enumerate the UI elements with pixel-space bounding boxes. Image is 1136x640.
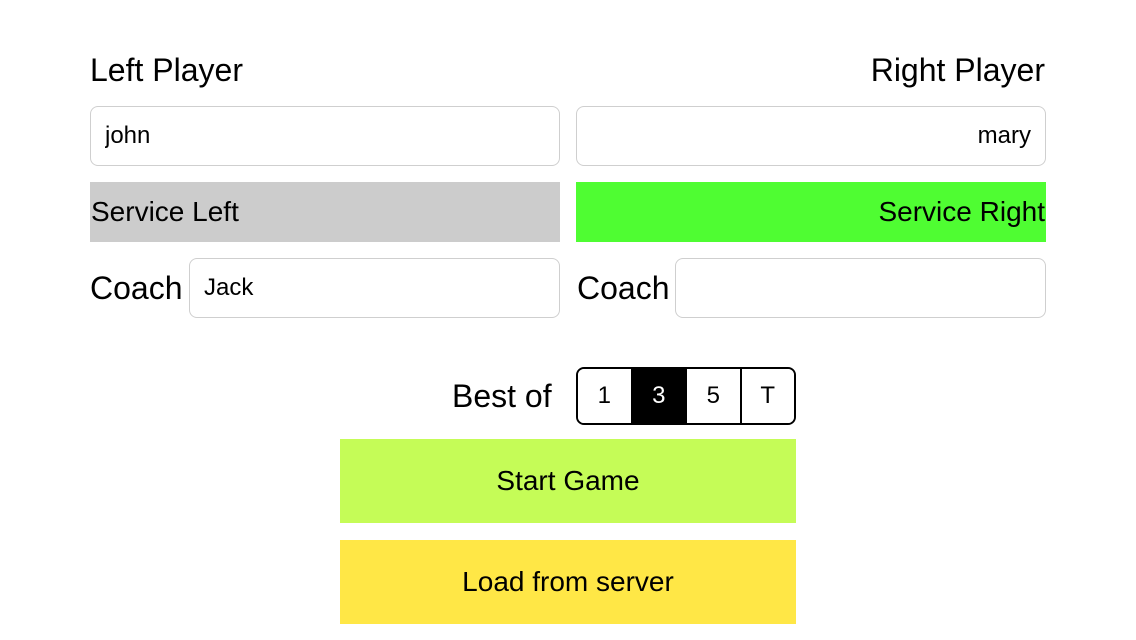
left-player-name-input[interactable] [90, 106, 560, 166]
right-coach-input[interactable] [675, 258, 1046, 318]
best-of-option-3[interactable]: 3 [632, 369, 687, 423]
right-coach-label: Coach [577, 270, 670, 306]
best-of-label: Best of [452, 378, 552, 414]
left-coach-input[interactable] [189, 258, 560, 318]
best-of-option-t[interactable]: T [741, 369, 794, 423]
best-of-option-5[interactable]: 5 [687, 369, 742, 423]
service-right-button[interactable]: Service Right [576, 182, 1046, 242]
left-coach-label: Coach [90, 270, 183, 306]
start-game-button[interactable]: Start Game [340, 439, 796, 523]
right-player-name-input[interactable] [576, 106, 1046, 166]
left-player-label: Left Player [90, 52, 243, 88]
load-from-server-button[interactable]: Load from server [340, 540, 796, 624]
best-of-option-1[interactable]: 1 [578, 369, 633, 423]
service-left-button[interactable]: Service Left [90, 182, 560, 242]
best-of-segmented-control: 1 3 5 T [576, 367, 796, 425]
right-player-label: Right Player [870, 52, 1045, 88]
